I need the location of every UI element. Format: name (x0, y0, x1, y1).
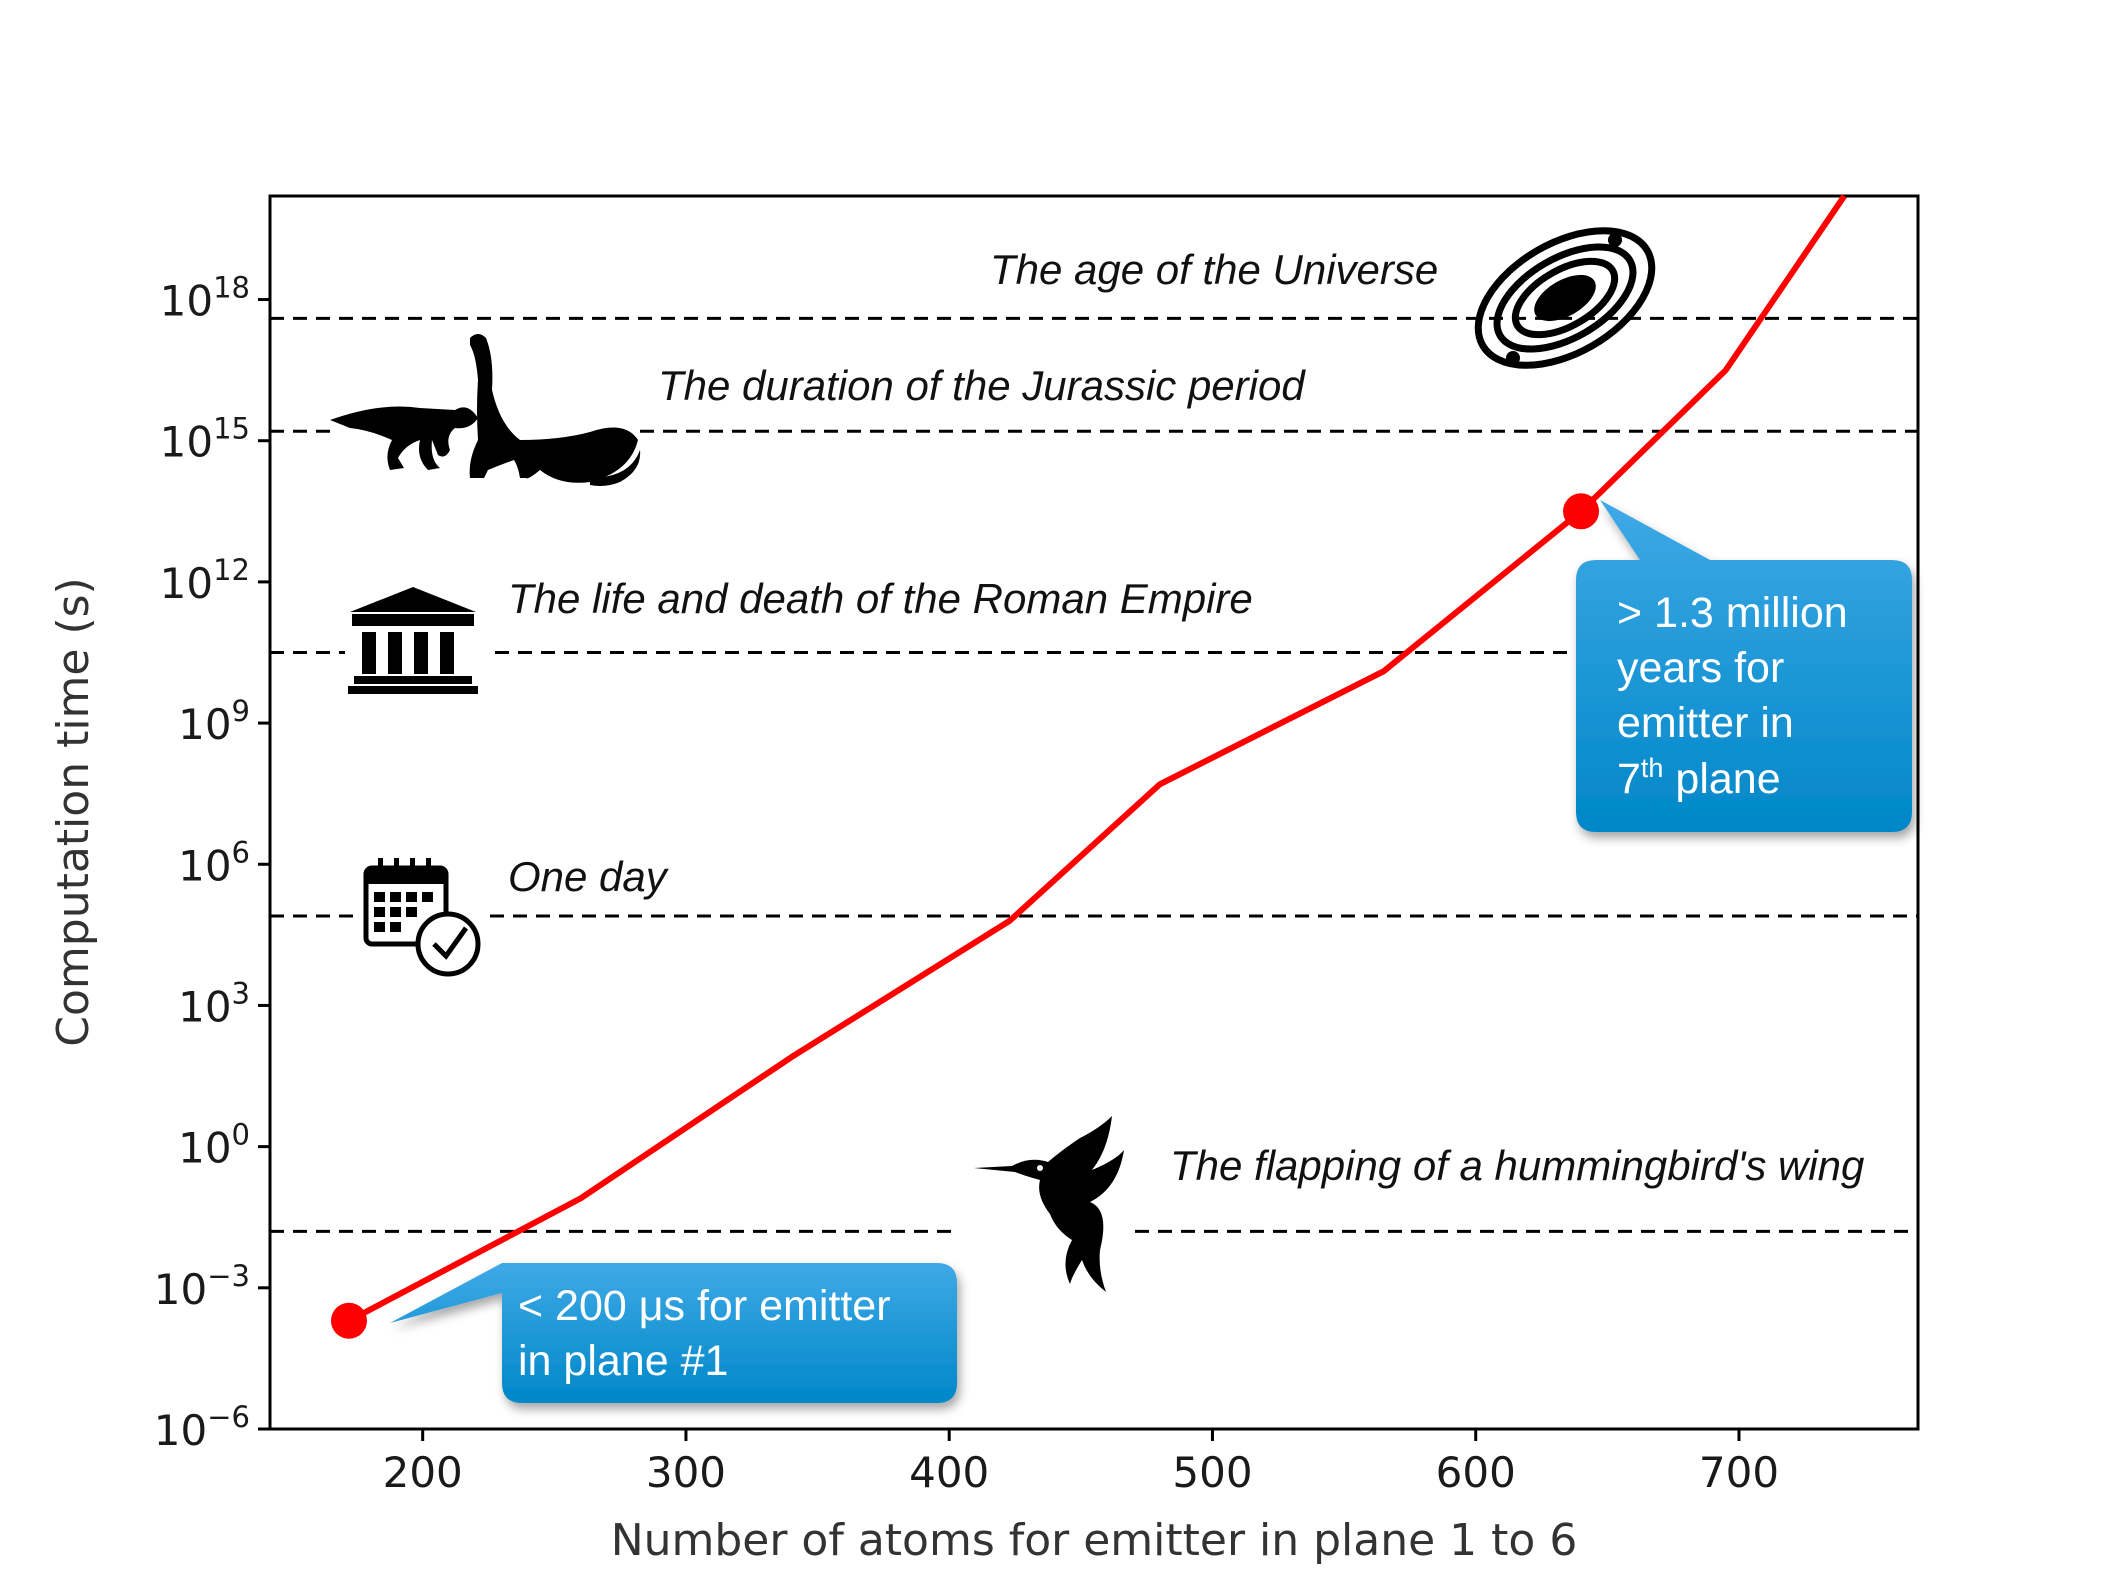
y-tick-label: 10−3 (154, 1259, 250, 1314)
callout-plane-7-line-1: > 1.3 million (1617, 589, 1848, 637)
galaxy-icon (1474, 227, 1656, 369)
x-tick-label: 600 (1436, 1448, 1516, 1497)
callout-plane-7 (1576, 500, 1912, 832)
callout-plane-7-line-3: emitter in (1617, 699, 1794, 747)
series-line (347, 194, 1847, 1324)
ref-label-roman: The life and death of the Roman Empire (508, 575, 1253, 622)
y-axis-ticks: 1018 1015 1012 109 106 103 100 10−3 10−6 (154, 271, 270, 1455)
callout-plane-1 (390, 1263, 957, 1403)
data-point (330, 1302, 367, 1339)
x-axis-title: Number of atoms for emitter in plane 1 t… (611, 1515, 1578, 1566)
y-tick-label: 1018 (160, 271, 250, 326)
y-tick-label: 106 (178, 835, 250, 890)
hummingbird-icon (974, 1116, 1124, 1292)
ref-label-hummingbird: The flapping of a hummingbird's wing (1170, 1142, 1864, 1189)
ref-label-day: One day (508, 853, 670, 900)
calendar-clock-icon (363, 858, 481, 977)
y-tick-label: 10−6 (154, 1400, 250, 1455)
x-axis-ticks: 200 300 400 500 600 700 (383, 1429, 1779, 1497)
plot-area (268, 194, 1920, 1431)
callout-plane-1-line-1: < 200 μs for emitter (518, 1282, 891, 1330)
ref-label-jurassic: The duration of the Jurassic period (658, 362, 1306, 409)
x-tick-label: 700 (1699, 1448, 1779, 1497)
temple-icon (348, 587, 478, 694)
x-tick-label: 400 (909, 1448, 989, 1497)
dinosaur-icon (330, 334, 641, 486)
callout-plane-1-line-2: in plane #1 (518, 1337, 728, 1385)
data-point (1563, 493, 1600, 530)
y-tick-label: 1015 (160, 412, 250, 467)
callout-plane-7-line-2: years for (1617, 644, 1784, 692)
ref-label-universe: The age of the Universe (990, 246, 1438, 293)
y-tick-label: 1012 (160, 553, 250, 608)
data-points (330, 493, 1600, 1339)
y-tick-label: 103 (178, 976, 250, 1031)
y-tick-label: 100 (178, 1118, 250, 1173)
callout-plane-7-line-4: 7th plane (1617, 753, 1781, 803)
x-tick-label: 500 (1172, 1448, 1252, 1497)
y-axis-title: Computation time (s) (48, 577, 99, 1046)
x-tick-label: 300 (646, 1448, 726, 1497)
y-tick-label: 109 (178, 694, 250, 749)
x-tick-label: 200 (383, 1448, 463, 1497)
